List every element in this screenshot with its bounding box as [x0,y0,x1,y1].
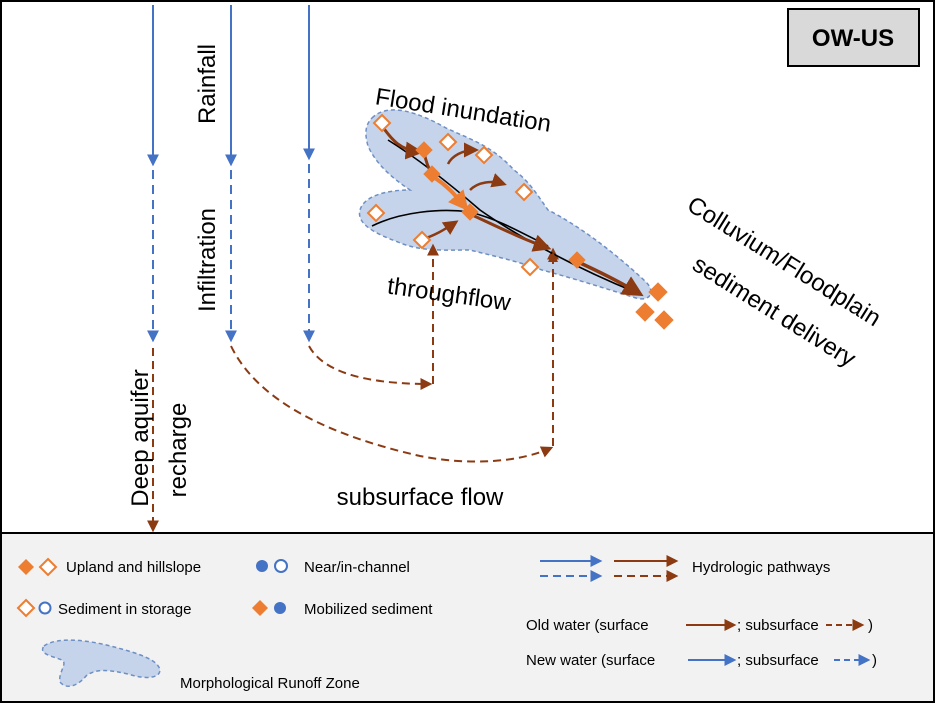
runoff-zone-icon [41,639,161,687]
open-diamond-icon [16,598,36,618]
upward-arrowhead-icon [548,252,558,262]
legend-mobilized: Mobilized sediment [304,601,433,618]
subsurface-flow-label: subsurface flow [337,484,504,511]
legend-old-water-mid: ; subsurface [737,617,819,634]
mobilized-sediment-markers [415,141,674,330]
filled-diamond-icon [252,600,268,616]
infiltration-label: Infiltration [194,208,221,312]
legend-new-water-prefix: New water (surface [526,652,655,669]
runoff-zone-shape [358,109,652,300]
badge-label: OW-US [812,25,894,52]
legend-near-channel: Near/in-channel [304,559,410,576]
legend-upland: Upland and hillslope [66,559,201,576]
sediment-in-storage-markers [366,113,540,277]
legend-new-water-suffix: ) [872,652,877,669]
filled-circle-icon [256,560,268,572]
filled-diamond-icon [18,559,34,575]
recharge-label: recharge [165,403,192,498]
legend-storage: Sediment in storage [58,601,191,618]
diagram-frame [0,0,935,534]
filled-circle-icon [274,602,286,614]
legend-old-water-suffix: ) [868,617,873,634]
rainfall-label: Rainfall [194,44,221,124]
open-circle-icon [38,601,52,615]
old-water-pathways [147,243,559,533]
open-circle-icon [274,559,288,573]
legend-old-water-prefix: Old water (surface [526,617,649,634]
legend-new-water-mid: ; subsurface [737,652,819,669]
new-water-pathways [147,5,315,343]
legend-runoff-zone: Morphological Runoff Zone [180,675,360,692]
open-diamond-icon [38,557,58,577]
legend: Upland and hillslope Near/in-channel Hyd… [16,555,877,692]
legend-hydrologic: Hydrologic pathways [692,559,830,576]
deep-aquifer-label: Deep aquifer [127,369,154,506]
ow-us-badge: OW-US [787,8,920,67]
